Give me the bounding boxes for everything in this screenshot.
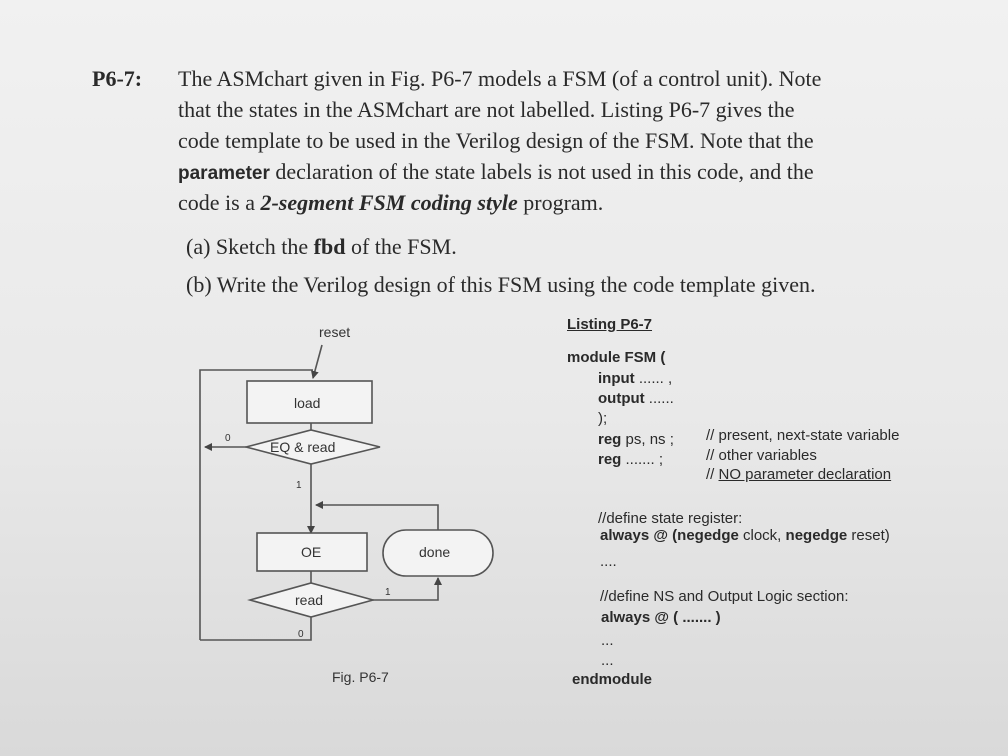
reg1-keyword: reg (598, 431, 622, 448)
read-one-branch (373, 577, 442, 601)
problem-line-3: code template to be used in the Verilog … (178, 128, 814, 153)
endmodule-keyword: endmodule (572, 671, 653, 688)
state-register-comment: //define state register: (598, 510, 743, 527)
no-parameter-comment: // NO parameter declaration (706, 466, 891, 483)
read-zero-branch (200, 617, 312, 641)
part-b: (b) Write the Verilog design of this FSM… (186, 272, 816, 297)
problem-line-4-rest: declaration of the state labels is not u… (269, 159, 814, 184)
problem-line-2: that the states in the ASMchart are not … (178, 97, 795, 122)
oe-state-box (256, 532, 368, 572)
read-label: read (295, 592, 323, 608)
done-return-line (315, 501, 439, 530)
listing-reg2-line: reg ....... ; (598, 451, 663, 468)
oe-label: OE (301, 544, 321, 560)
figure-caption: Fig. P6-7 (332, 669, 389, 685)
always-clock-line: always @ (negedge clock, negedge reset) (600, 527, 890, 544)
ns-logic-comment: //define NS and Output Logic section: (600, 588, 849, 605)
reset-arrow (310, 344, 323, 379)
always-combinational-keyword: always @ ( ....... ) (601, 609, 721, 626)
eq-read-decision (242, 429, 381, 465)
load-label: load (294, 395, 320, 411)
no-parameter-pre: // (706, 466, 719, 483)
problem-line-5: code is a 2-segment FSM coding style pro… (178, 190, 603, 216)
outer-loop-line (199, 369, 313, 640)
eq-read-one-label: 1 (296, 480, 302, 491)
input-keyword: input (598, 370, 635, 387)
always-negedge-keyword: always @ (negedge (600, 527, 739, 544)
listing-title: Listing P6-7 (567, 316, 653, 333)
listing-dots-3: ... (601, 652, 614, 669)
module-keyword: module FSM ( (567, 349, 666, 366)
part-a-pre: (a) Sketch the (186, 234, 314, 259)
endmodule-line: endmodule (572, 671, 652, 688)
listing-dots-2: ... (601, 632, 614, 649)
always-combinational-line: always @ ( ....... ) (601, 609, 721, 626)
done-output-oval (382, 529, 494, 577)
problem-number: P6-7: (92, 66, 143, 91)
listing-output-line: output ...... (598, 390, 674, 407)
part-a-bold: fbd (313, 234, 346, 259)
input-rest: ...... , (634, 370, 673, 387)
eq-read-label: EQ & read (270, 439, 335, 455)
read-zero-label: 0 (298, 629, 304, 640)
read-one-label: 1 (385, 587, 391, 598)
problem-line-1: The ASMchart given in Fig. P6-7 models a… (178, 66, 822, 91)
listing-input-line: input ...... , (598, 370, 672, 387)
no-parameter-underlined: NO parameter declaration (718, 466, 892, 483)
problem-line-5-post: program. (517, 190, 604, 215)
load-state-box (246, 380, 373, 424)
part-a-post: of the FSM. (345, 234, 457, 259)
output-keyword: output (598, 390, 645, 407)
negedge-keyword: negedge (785, 527, 848, 544)
problem-line-5-pre: code is a (178, 190, 261, 215)
reset-label: reset (319, 324, 350, 340)
part-a: (a) Sketch the fbd of the FSM. (186, 234, 457, 260)
problem-line-4: parameter declaration of the state label… (178, 159, 814, 185)
reg1-rest: ps, ns ; (621, 431, 674, 448)
listing-close-paren: ); (598, 410, 608, 427)
parameter-keyword: parameter (178, 163, 270, 184)
output-rest: ...... (644, 390, 674, 407)
eq-read-zero-label: 0 (225, 433, 231, 444)
done-label: done (419, 544, 450, 560)
listing-dots-1: .... (600, 553, 617, 570)
coding-style-emphasis: 2-segment FSM coding style (260, 190, 518, 215)
reg1-comment: // present, next-state variable (706, 427, 900, 444)
always-reset-post: reset) (847, 527, 890, 544)
reg2-rest: ....... ; (621, 451, 664, 468)
reg2-comment: // other variables (706, 447, 817, 464)
always-clock-mid: clock, (738, 527, 786, 544)
listing-module-line: module FSM ( (567, 349, 665, 366)
listing-reg1-line: reg ps, ns ; (598, 431, 674, 448)
reg2-keyword: reg (598, 451, 622, 468)
